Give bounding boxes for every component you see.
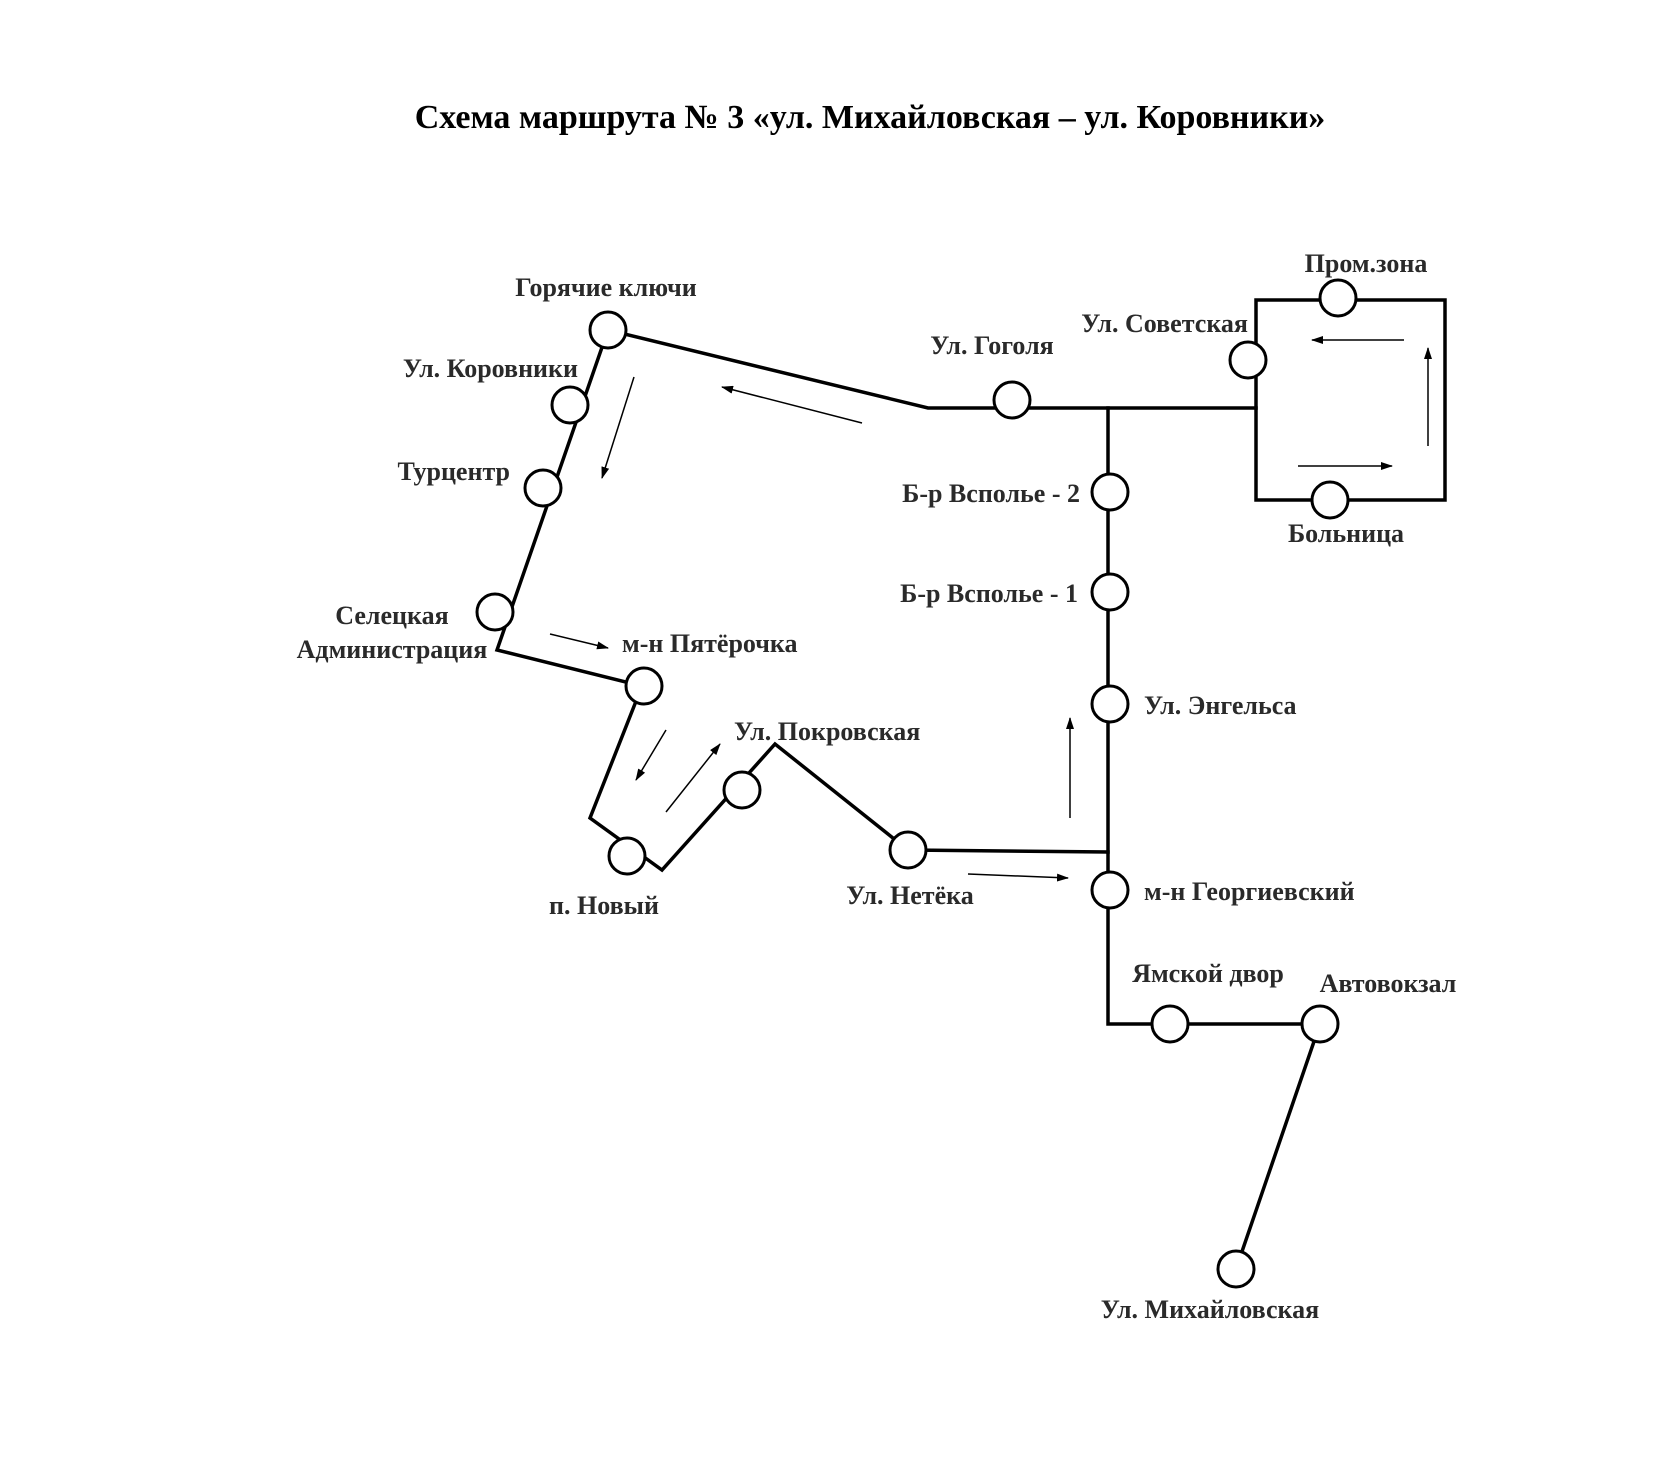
route-lines — [494, 298, 1447, 1272]
label-neteka: Ул. Нетёка — [846, 881, 973, 910]
arrow-to-goryachie — [721, 385, 863, 424]
label-sovetskaya: Ул. Советская — [1081, 309, 1248, 338]
label-yamskoy-dvor: Ямской двор — [1132, 959, 1284, 988]
label-vspolie-2: Б-р Всполье - 2 — [902, 479, 1080, 508]
label-pyaterochka: м-н Пятёрочка — [622, 629, 798, 658]
label-gogolya: Ул. Гоголя — [930, 331, 1053, 360]
arrow-up-pokrovskaya — [665, 743, 721, 813]
stop-neteka — [888, 830, 928, 870]
label-promzona: Пром.зона — [1305, 249, 1428, 278]
stop-seleckaya-administraciya — [475, 592, 515, 632]
stop-mihaylovskaya — [1216, 1249, 1256, 1289]
stop-vspolie-2 — [1090, 472, 1130, 512]
label-bolnica: Больница — [1288, 519, 1404, 548]
stop-sovetskaya — [1228, 340, 1268, 380]
stop-georgievskiy — [1090, 870, 1130, 910]
route-line-top — [605, 327, 1258, 410]
stop-pokrovskaya — [722, 770, 762, 810]
label-administraciya: Администрация — [297, 635, 488, 664]
label-georgievskiy: м-н Георгиевский — [1144, 877, 1355, 906]
arrow-down-korovniki — [601, 376, 635, 479]
stop-vspolie-1 — [1090, 572, 1130, 612]
arrow-down-novyi — [635, 729, 667, 781]
arrow-to-georgievskiy — [967, 873, 1069, 882]
label-seleckaya: Селецкая — [335, 601, 448, 630]
label-avtovokzal: Автовокзал — [1320, 969, 1457, 998]
stop-bolnica — [1310, 480, 1350, 520]
stop-goryachie-klyuchi — [588, 310, 628, 350]
label-vspolie-1: Б-р Всполье - 1 — [900, 579, 1078, 608]
diagram-title: Схема маршрута № 3 «ул. Михайловская – у… — [415, 99, 1326, 136]
stop-novyi — [607, 836, 647, 876]
stop-engelsa — [1090, 684, 1130, 724]
stop-gogolya — [992, 380, 1032, 420]
arrow-to-pyaterochka — [549, 633, 609, 650]
label-mihaylovskaya: Ул. Михайловская — [1101, 1295, 1319, 1324]
label-novyi: п. Новый — [549, 891, 659, 920]
stop-promzona — [1318, 278, 1358, 318]
stop-labels: Горячие ключи Ул. Коровники Турцентр Сел… — [297, 249, 1457, 1324]
stop-pyaterochka — [624, 666, 664, 706]
stop-yamskoy-dvor — [1150, 1004, 1190, 1044]
route-line-loop — [1254, 298, 1447, 502]
label-korovniki: Ул. Коровники — [403, 354, 578, 383]
direction-arrows — [549, 336, 1432, 882]
stops — [475, 278, 1358, 1289]
label-pokrovskaya: Ул. Покровская — [734, 717, 920, 746]
stop-turcentr — [523, 468, 563, 508]
label-engelsa: Ул. Энгельса — [1144, 691, 1297, 720]
route-line-main — [494, 327, 1323, 1272]
label-turcentr: Турцентр — [397, 457, 510, 486]
stop-avtovokzal — [1300, 1004, 1340, 1044]
stop-korovniki — [550, 385, 590, 425]
label-goryachie-klyuchi: Горячие ключи — [515, 273, 697, 302]
